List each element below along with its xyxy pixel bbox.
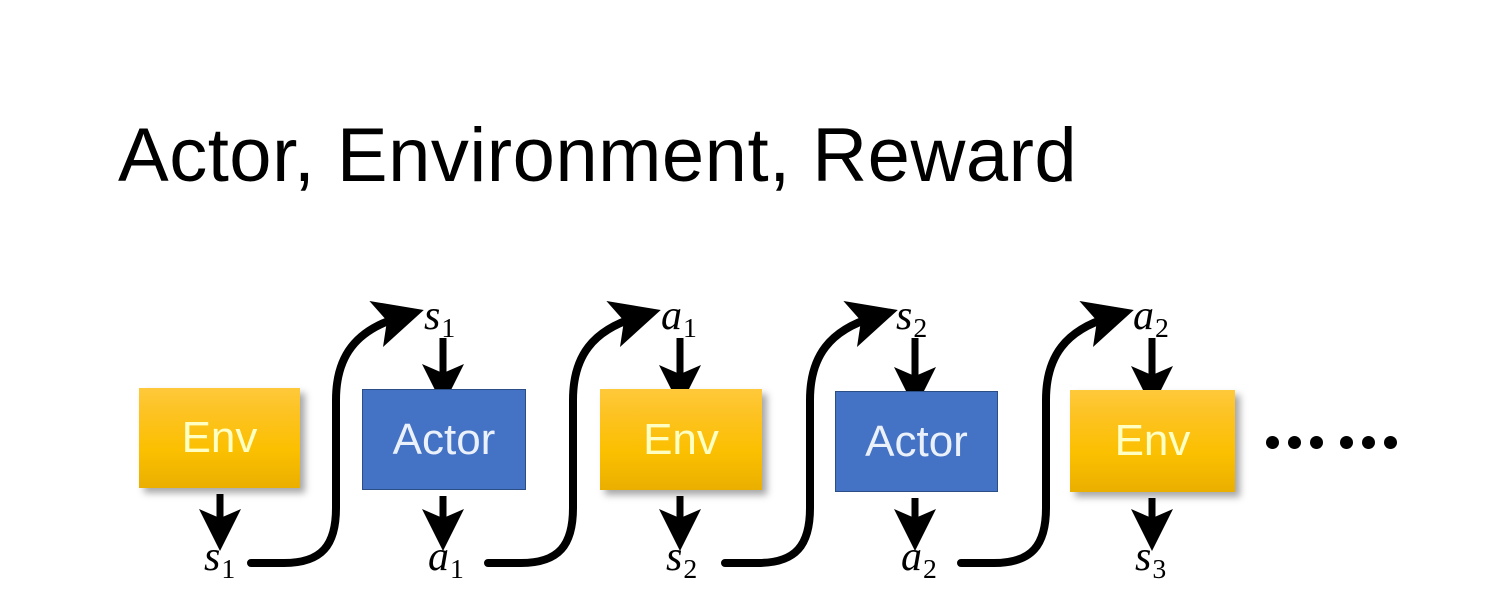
label-subscript: 1	[683, 312, 697, 344]
label-base: s	[896, 293, 913, 339]
label-subscript: 2	[1155, 312, 1169, 344]
node-label: Actor	[865, 416, 968, 466]
label-base: s	[1135, 534, 1152, 580]
node-label: Env	[181, 413, 258, 462]
ellipsis-gap	[1301, 442, 1310, 443]
label-state-s2-top: s2	[896, 295, 927, 342]
label-subscript: 2	[923, 553, 937, 585]
label-subscript: 2	[913, 312, 928, 344]
label-action-a2-bottom: a2	[901, 536, 937, 583]
label-action-a1-top: a1	[661, 295, 697, 342]
node-actor-2[interactable]: Actor	[835, 391, 998, 492]
ellipsis-dot	[1384, 436, 1397, 449]
label-state-s1-top: s1	[424, 295, 455, 342]
ellipsis-gap	[1279, 442, 1288, 443]
continuation-ellipsis	[1266, 436, 1397, 449]
label-subscript: 1	[441, 312, 456, 344]
node-env-3[interactable]: Env	[1070, 390, 1235, 492]
label-base: a	[1133, 293, 1154, 339]
node-label: Env	[1114, 416, 1191, 465]
ellipsis-gap	[1353, 442, 1362, 443]
ellipsis-gap	[1375, 442, 1384, 443]
label-state-s3-bottom: s3	[1135, 536, 1166, 583]
label-base: a	[661, 293, 682, 339]
ellipsis-dot	[1340, 436, 1353, 449]
node-env-1[interactable]: Env	[139, 388, 300, 488]
label-subscript: 1	[221, 553, 236, 585]
label-base: s	[424, 293, 441, 339]
page-title: Actor, Environment, Reward	[118, 113, 1078, 198]
label-base: a	[901, 534, 922, 580]
ellipsis-dot	[1288, 436, 1301, 449]
label-subscript: 1	[450, 553, 464, 585]
node-label: Env	[643, 414, 719, 464]
label-subscript: 3	[1152, 553, 1167, 585]
label-base: s	[666, 534, 683, 580]
label-subscript: 2	[683, 553, 698, 585]
label-base: a	[428, 534, 449, 580]
node-env-2[interactable]: Env	[600, 389, 762, 490]
label-action-a1-bottom: a1	[428, 536, 464, 583]
label-state-s2-bottom: s2	[666, 536, 697, 583]
ellipsis-dot	[1310, 436, 1323, 449]
ellipsis-dot	[1266, 436, 1279, 449]
ellipsis-dot	[1362, 436, 1375, 449]
ellipsis-gap	[1323, 442, 1340, 443]
label-state-s1-bottom: s1	[204, 536, 235, 583]
label-action-a2-top: a2	[1133, 295, 1169, 342]
node-label: Actor	[392, 414, 496, 464]
label-base: s	[204, 534, 221, 580]
node-actor-1[interactable]: Actor	[362, 389, 526, 490]
